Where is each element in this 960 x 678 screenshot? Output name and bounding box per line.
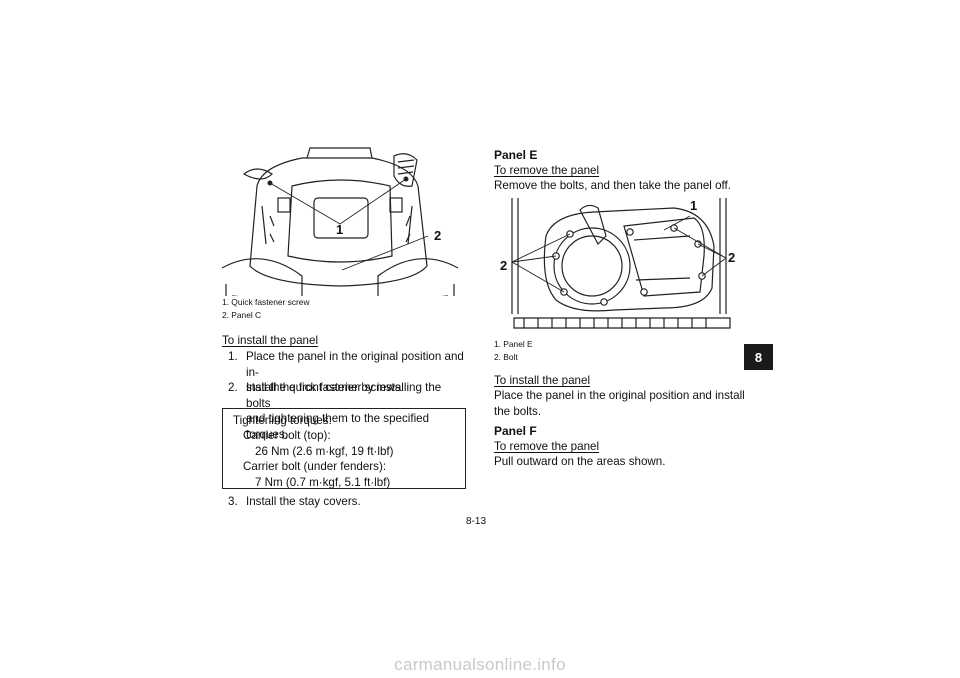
install-line: Place the panel in the original position… <box>494 389 745 402</box>
install-step-2: 2. Install the front carrier by installi… <box>228 380 468 442</box>
torque-line: 26 Nm (2.6 m·kgf, 19 ft·lbf) <box>255 444 394 458</box>
install-line: the bolts. <box>494 404 542 418</box>
callout-2: 2 <box>728 250 735 265</box>
chapter-tab: 8 <box>744 344 773 370</box>
install-heading-left: To install the panel <box>222 334 319 347</box>
remove-text-f: Pull outward on the areas shown. <box>494 455 666 468</box>
step-line: stall the quick fastener screws. <box>246 381 404 395</box>
callout-1: 1 <box>336 222 343 237</box>
caption-item: 2. Bolt <box>494 352 518 362</box>
torque-line: 7 Nm (0.7 m·kgf, 5.1 ft·lbf) <box>255 475 391 489</box>
caption-item: 1. Panel E <box>494 339 533 349</box>
torque-line: Carrier bolt (under fenders): <box>243 460 387 474</box>
watermark: carmanualsonline.info <box>394 655 566 674</box>
step-line: Install the stay covers. <box>246 495 361 508</box>
figure-captions-left: 1. Quick fastener screw 2. Panel C <box>222 296 310 322</box>
install-step-1: 1. Place the panel in the original posit… <box>228 349 468 396</box>
remove-heading-f: To remove the panel <box>494 440 600 453</box>
install-text-right: Place the panel in the original position… <box>494 388 745 419</box>
step-line: Place the panel in the original position… <box>246 350 464 379</box>
install-heading-right: To install the panel <box>494 374 591 387</box>
remove-text-e: Remove the bolts, and then take the pane… <box>494 179 731 192</box>
caption-item: 1. Quick fastener screw <box>222 297 310 307</box>
step-line: and tightening them to the specified tor… <box>246 412 430 441</box>
install-step-3: 3. Install the stay covers. <box>228 494 468 510</box>
page-number: 8-13 <box>466 516 487 527</box>
step-number: 1. <box>228 350 238 363</box>
panel-e-heading: Panel E <box>494 148 538 162</box>
torque-title: Tightening torques: <box>233 414 332 427</box>
caption-item: 2. Panel C <box>222 310 262 320</box>
callout-1: 1 <box>690 198 697 213</box>
callout-2: 2 <box>500 258 507 273</box>
torque-box: Tightening torques: Carrier bolt (top): … <box>222 408 466 489</box>
panel-e-illustration: 1 2 2 <box>500 198 735 329</box>
panel-f-heading: Panel F <box>494 424 537 438</box>
remove-heading-e: To remove the panel <box>494 164 600 177</box>
panel-c-illustration: 1 2 <box>222 147 458 296</box>
step-number: 3. <box>228 495 238 508</box>
figure-captions-right: 1. Panel E 2. Bolt <box>494 338 533 364</box>
step-line: Install the front carrier by installing … <box>246 381 442 410</box>
callout-2: 2 <box>434 228 441 243</box>
torque-line: Carrier bolt (top): <box>243 429 331 443</box>
step-number: 2. <box>228 381 238 394</box>
